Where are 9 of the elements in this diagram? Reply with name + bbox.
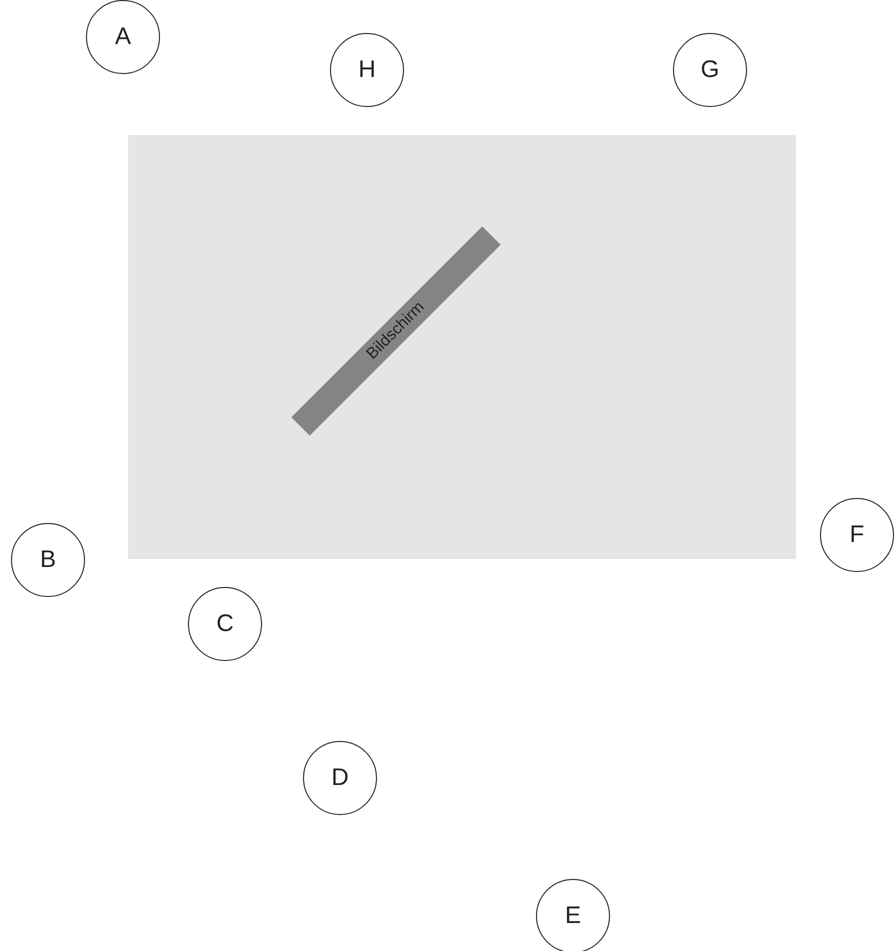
position-letter: E [564, 904, 581, 928]
position-letter: G [700, 58, 720, 82]
position-letter: B [40, 548, 56, 572]
position-letter: A [114, 25, 131, 49]
position-letter: H [358, 58, 376, 82]
position-letter: F [850, 523, 864, 547]
room-area [128, 135, 796, 559]
position-letter: C [216, 612, 234, 636]
position-letter: D [331, 766, 349, 790]
